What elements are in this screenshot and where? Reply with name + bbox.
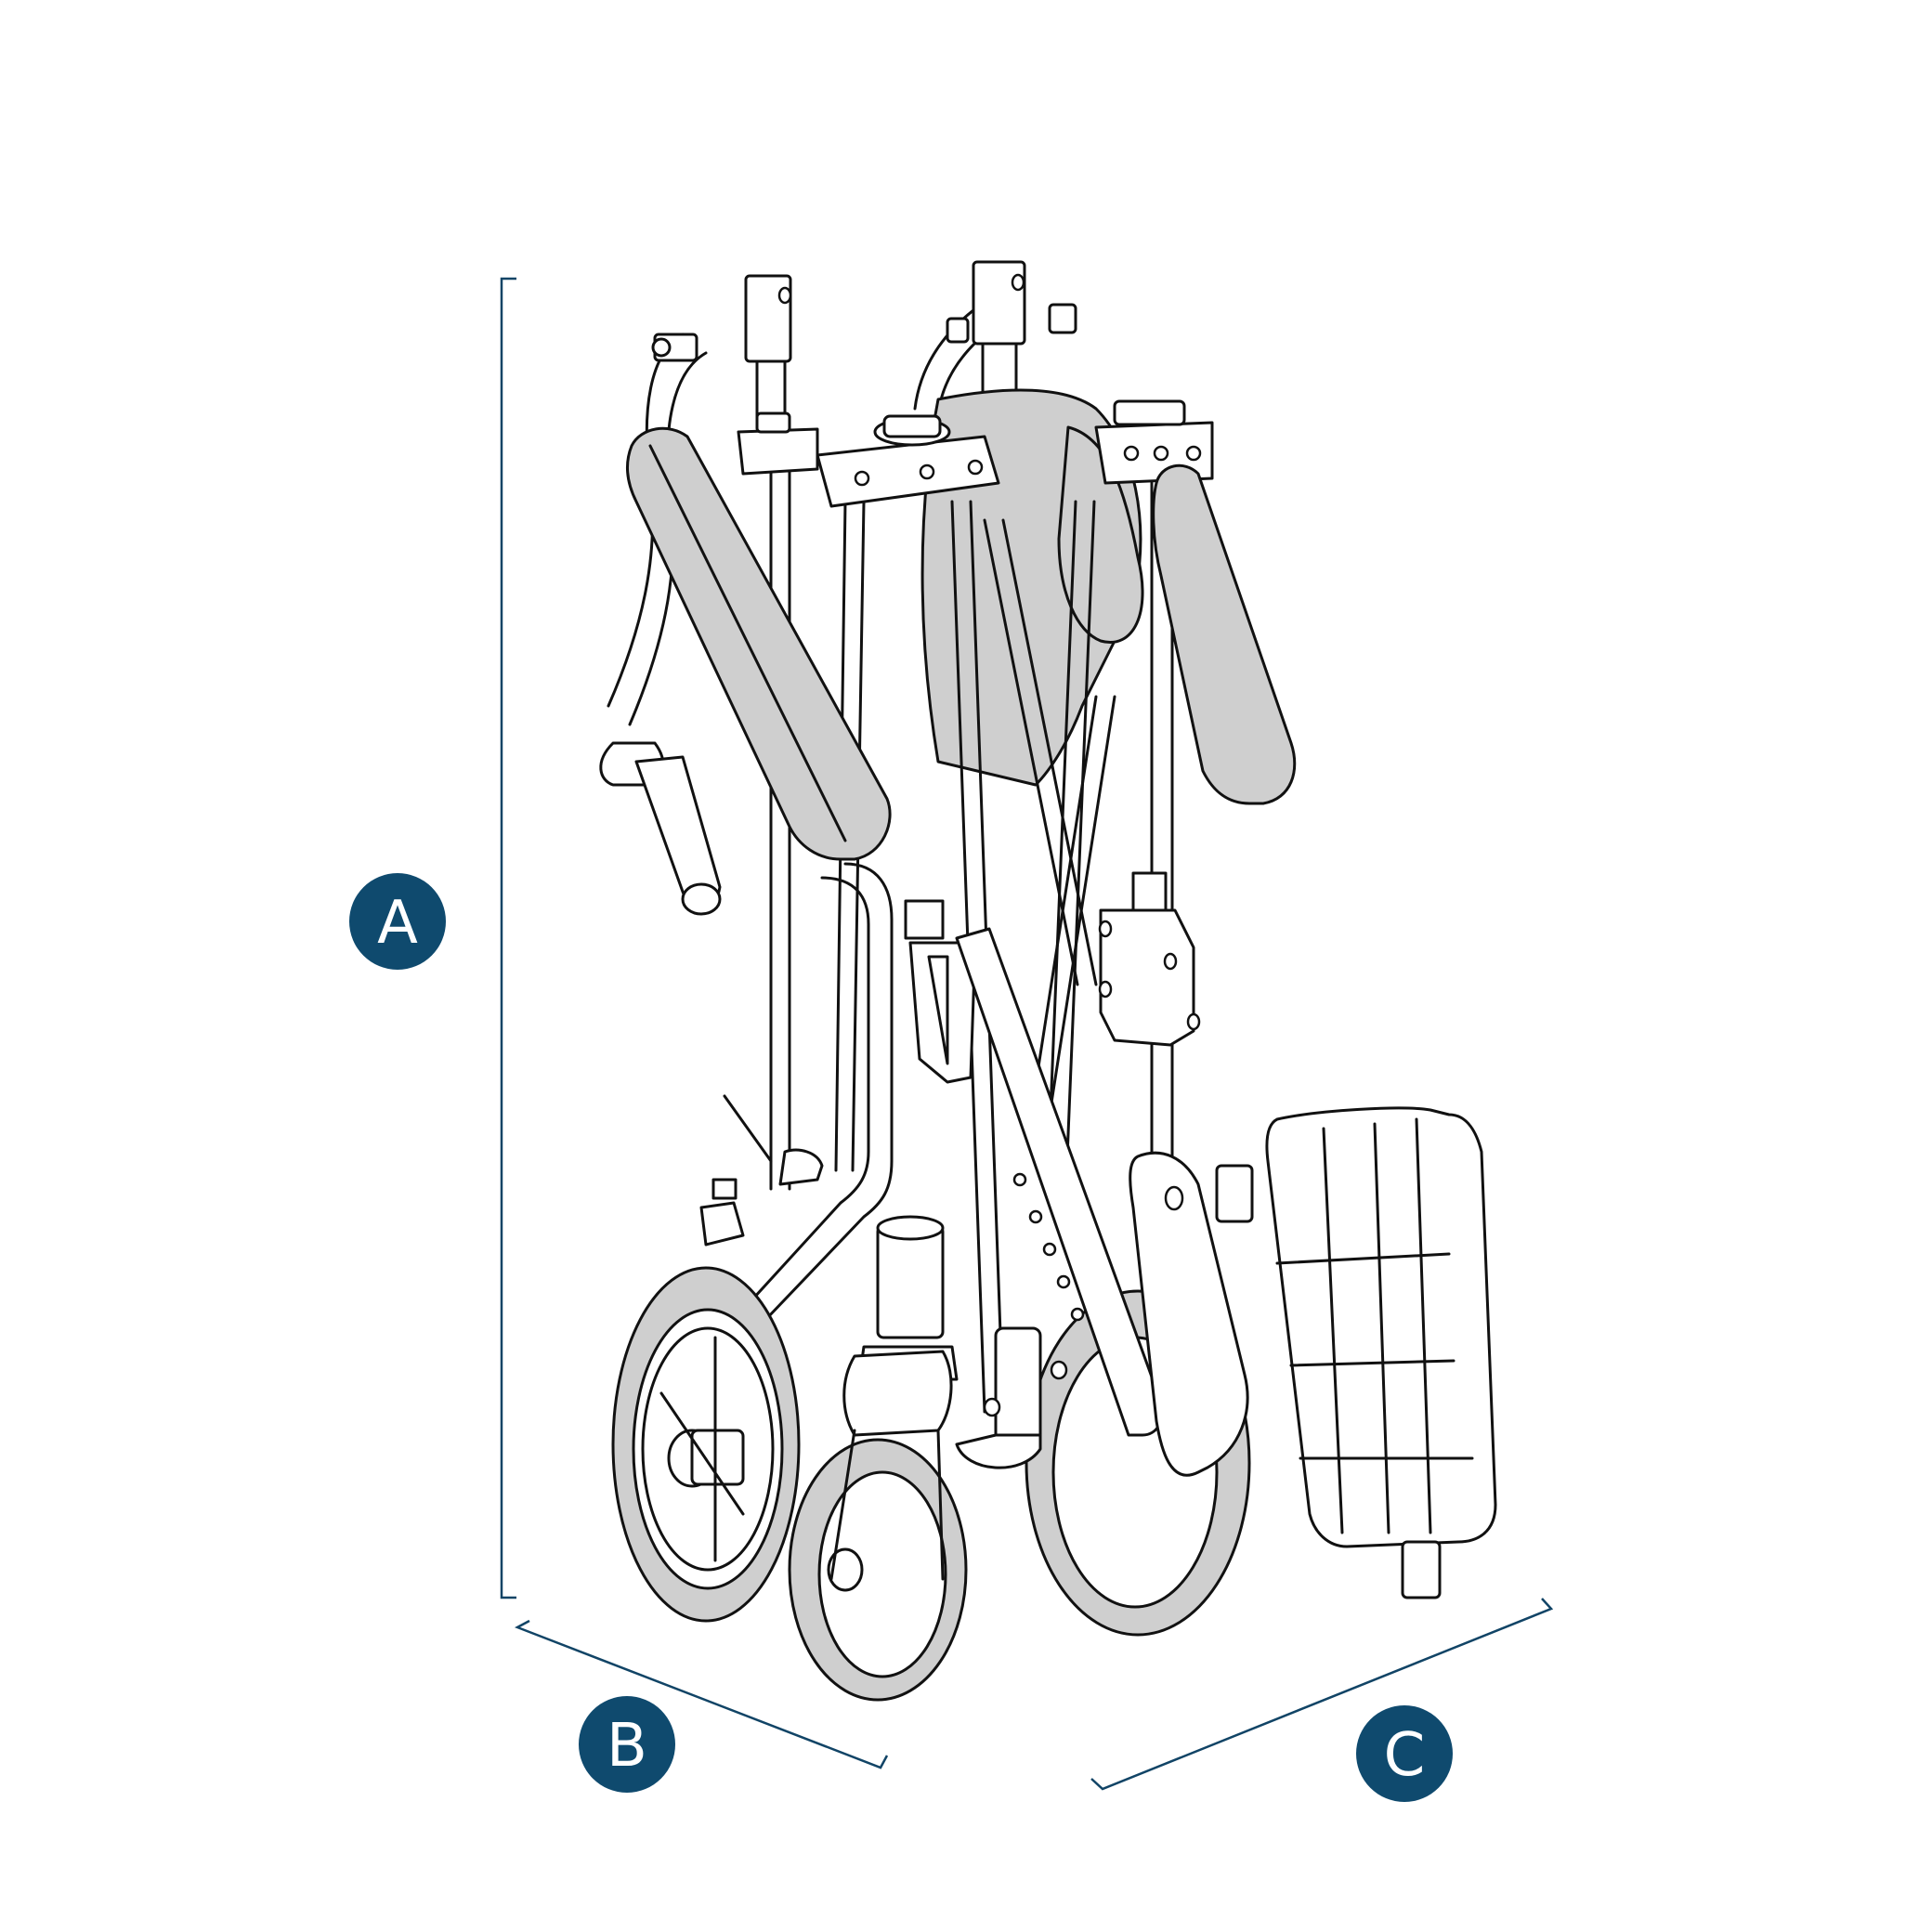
dimension-line-c <box>1090 1598 1554 1791</box>
center-top-bracket <box>816 414 1000 508</box>
rear-wheel-left <box>611 1266 801 1623</box>
left-top-bracket <box>737 411 819 476</box>
dimension-line-b <box>515 1619 889 1769</box>
left-caster-bracket <box>699 1148 824 1247</box>
right-armrest <box>1152 463 1297 805</box>
wheelchair-illustration <box>599 260 1497 1702</box>
badge-a: A <box>349 873 446 970</box>
right-leg-support <box>1215 1164 1254 1223</box>
leg-pad <box>1265 1106 1497 1599</box>
badge-a-label: A <box>377 889 418 958</box>
badge-c-label: C <box>1384 1721 1426 1790</box>
badge-b-label: B <box>607 1712 647 1781</box>
center-lower-fork <box>955 1326 1068 1469</box>
badge-c: C <box>1356 1705 1453 1802</box>
footrest-hanger-right <box>1098 871 1201 1047</box>
badge-b: B <box>579 1696 675 1793</box>
footplate-right <box>1129 1151 1249 1477</box>
left-armrest <box>626 426 892 861</box>
left-side-frame <box>723 862 894 1321</box>
center-caster-column <box>857 899 977 1381</box>
dimension-line-a <box>500 277 516 1599</box>
front-caster-wheel <box>788 1350 968 1702</box>
